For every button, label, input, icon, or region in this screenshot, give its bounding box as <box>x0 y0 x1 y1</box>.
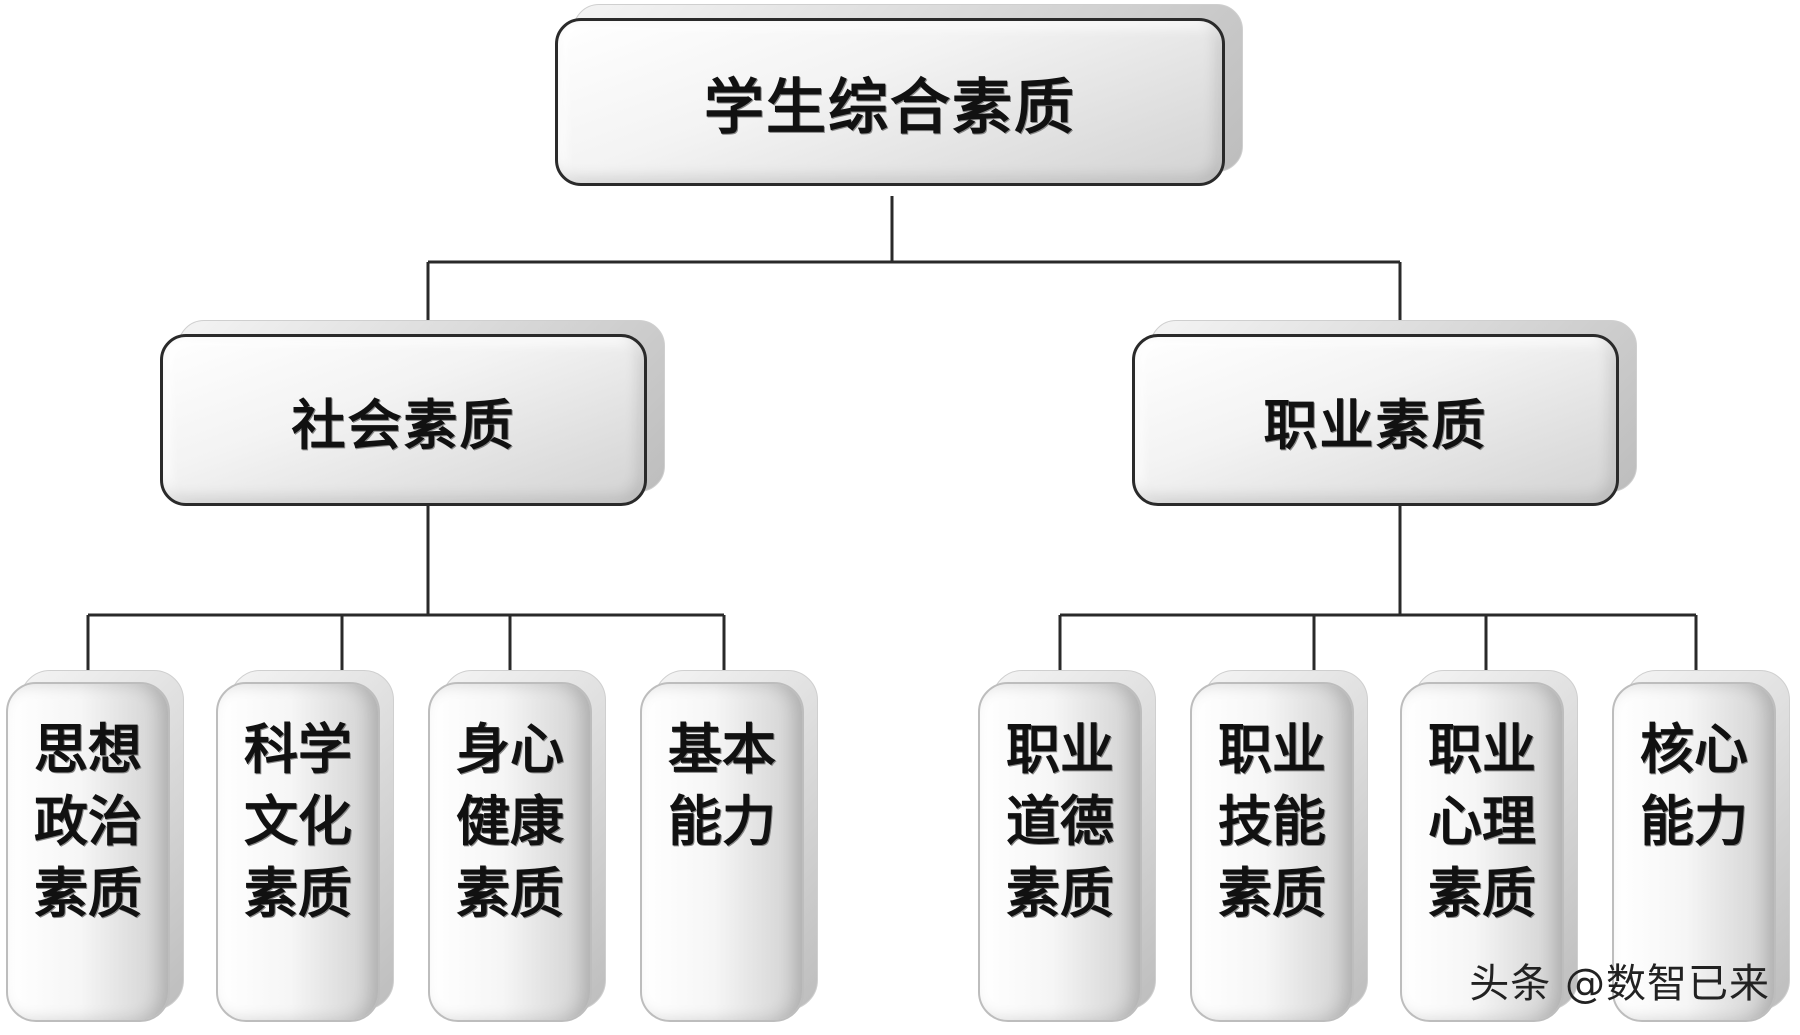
leaf-node-social-3-face: 身心健康素质 <box>428 682 592 1022</box>
root-node: 学生综合素质 <box>555 4 1243 186</box>
leaf-node-professional-3-label: 职业心理素质 <box>1428 718 1536 925</box>
leaf-node-social-2: 科学文化素质 <box>216 670 394 1022</box>
leaf-node-social-3-label: 身心健康素质 <box>456 718 564 925</box>
leaf-node-social-4-face: 基本能力 <box>640 682 804 1022</box>
leaf-node-social-2-face: 科学文化素质 <box>216 682 380 1022</box>
leaf-node-professional-4-label: 核心能力 <box>1640 718 1748 853</box>
leaf-node-social-1: 思想政治素质 <box>6 670 184 1022</box>
root-node-face: 学生综合素质 <box>555 18 1225 186</box>
branch-node-social-label: 社会素质 <box>291 393 516 457</box>
leaf-node-professional-3-face: 职业心理素质 <box>1400 682 1564 1022</box>
branch-node-social-face: 社会素质 <box>160 334 647 506</box>
leaf-node-social-3: 身心健康素质 <box>428 670 606 1022</box>
branch-node-professional: 职业素质 <box>1132 320 1637 506</box>
leaf-node-professional-1-label: 职业道德素质 <box>1006 718 1114 925</box>
leaf-node-social-1-label: 思想政治素质 <box>34 718 142 925</box>
leaf-node-professional-1: 职业道德素质 <box>978 670 1156 1022</box>
leaf-node-professional-3: 职业心理素质 <box>1400 670 1578 1022</box>
leaf-node-social-4: 基本能力 <box>640 670 818 1022</box>
leaf-node-professional-2: 职业技能素质 <box>1190 670 1368 1022</box>
leaf-node-social-4-label: 基本能力 <box>668 718 776 853</box>
root-node-label: 学生综合素质 <box>704 72 1076 143</box>
leaf-node-social-2-label: 科学文化素质 <box>244 718 352 925</box>
leaf-node-professional-4-face: 核心能力 <box>1612 682 1776 1022</box>
leaf-node-professional-2-face: 职业技能素质 <box>1190 682 1354 1022</box>
watermark-text: 头条 @数智已来 <box>1469 961 1770 1007</box>
leaf-node-social-1-face: 思想政治素质 <box>6 682 170 1022</box>
leaf-node-professional-2-label: 职业技能素质 <box>1218 718 1326 925</box>
leaf-node-professional-4: 核心能力 <box>1612 670 1790 1022</box>
branch-node-professional-label: 职业素质 <box>1263 393 1488 457</box>
branch-node-professional-face: 职业素质 <box>1132 334 1619 506</box>
leaf-node-professional-1-face: 职业道德素质 <box>978 682 1142 1022</box>
branch-node-social: 社会素质 <box>160 320 665 506</box>
